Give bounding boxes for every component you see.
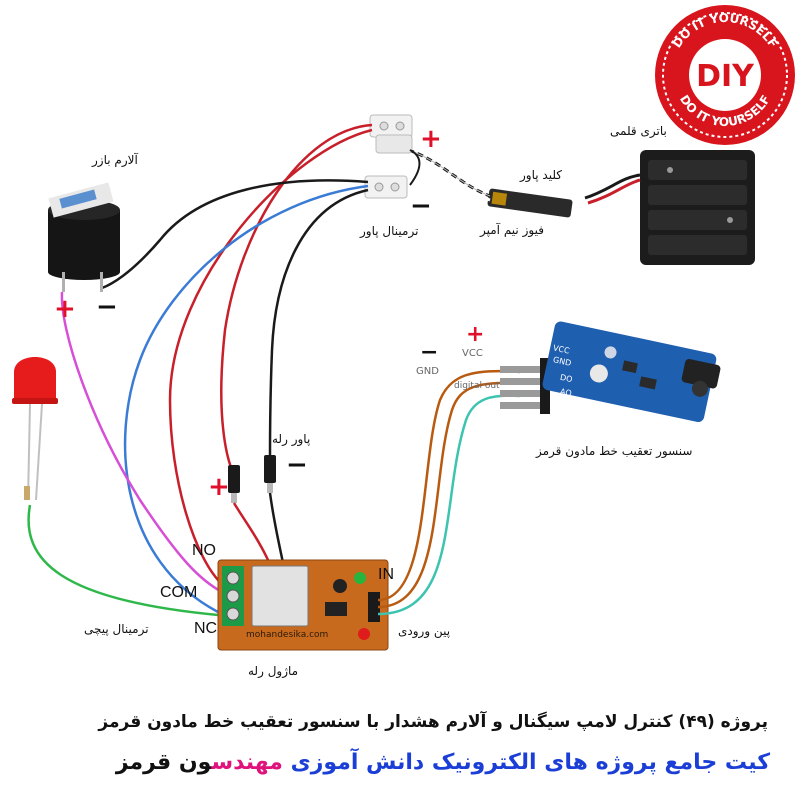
sensor-plus-sign: + (466, 322, 485, 347)
wire-digital-out-label: digital out (454, 381, 500, 391)
relay-no-label: NO (192, 542, 216, 559)
screw-terminal-label: ترمینال پیچی (84, 622, 149, 636)
power-terminal-label: ترمینال پاور (360, 224, 419, 238)
relay-power-connectors (228, 455, 276, 503)
relay-power-label: پاور رله (272, 432, 311, 446)
sensor-minus-sign: − (420, 340, 439, 365)
wire-gnd-label: GND (416, 366, 439, 377)
battery-holder (640, 150, 755, 265)
footer-project-title: پروژه (۴۹) کنترل لامپ سیگنال و آلارم هشد… (98, 712, 768, 732)
wire-vcc-label: VCC (462, 348, 483, 359)
red-led (12, 357, 58, 501)
relay-nc-label: NC (194, 620, 218, 637)
relay-in-label: IN (378, 566, 394, 583)
buzzer-plus-sign: + (54, 294, 76, 324)
diy-badge-logo: DO IT YOURSELF DO IT YOURSELF DIY (655, 5, 795, 145)
power-terminal-minus (364, 175, 408, 199)
relay-com-label: COM (160, 584, 198, 601)
footer-kit-title: کیت جامع پروژه های الکترونیک دانش آموزی … (116, 750, 770, 775)
footer-kit-part3: ون قرمز (115, 750, 212, 775)
relay-module-pcb (217, 559, 389, 651)
battery-label: باتری قلمی (610, 124, 667, 138)
relay-module-label: ماژول رله (248, 664, 299, 678)
terminal-plus-sign: + (420, 124, 442, 154)
badge-center-text: DIY (696, 59, 755, 94)
power-switch-label: کلید پاور (520, 168, 563, 182)
buzzer-minus-sign: − (96, 292, 118, 322)
sensor-header-pins (500, 358, 550, 414)
relay-power-minus-sign: − (286, 450, 308, 480)
footer-kit-part1: کیت جامع پروژه های الکترونیک دانش آموزی (282, 750, 770, 775)
relay-power-plus-sign: + (208, 472, 230, 502)
buzzer-label: آلارم بازر (92, 153, 138, 167)
fuse-label: فیوز نیم آمپر (480, 223, 544, 237)
power-switch-fuse (487, 188, 573, 218)
footer-kit-part2: مهندس (211, 750, 283, 775)
power-terminal-plus (369, 114, 413, 154)
terminal-minus-sign: − (410, 191, 432, 221)
input-pin-label: پین ورودی (398, 624, 451, 638)
sensor-label: سنسور تعقیب خط مادون قرمز (536, 444, 693, 458)
ir-line-sensor (542, 321, 721, 423)
buzzer (48, 182, 120, 292)
relay-pcb-text: mohandesika.com (246, 630, 329, 640)
